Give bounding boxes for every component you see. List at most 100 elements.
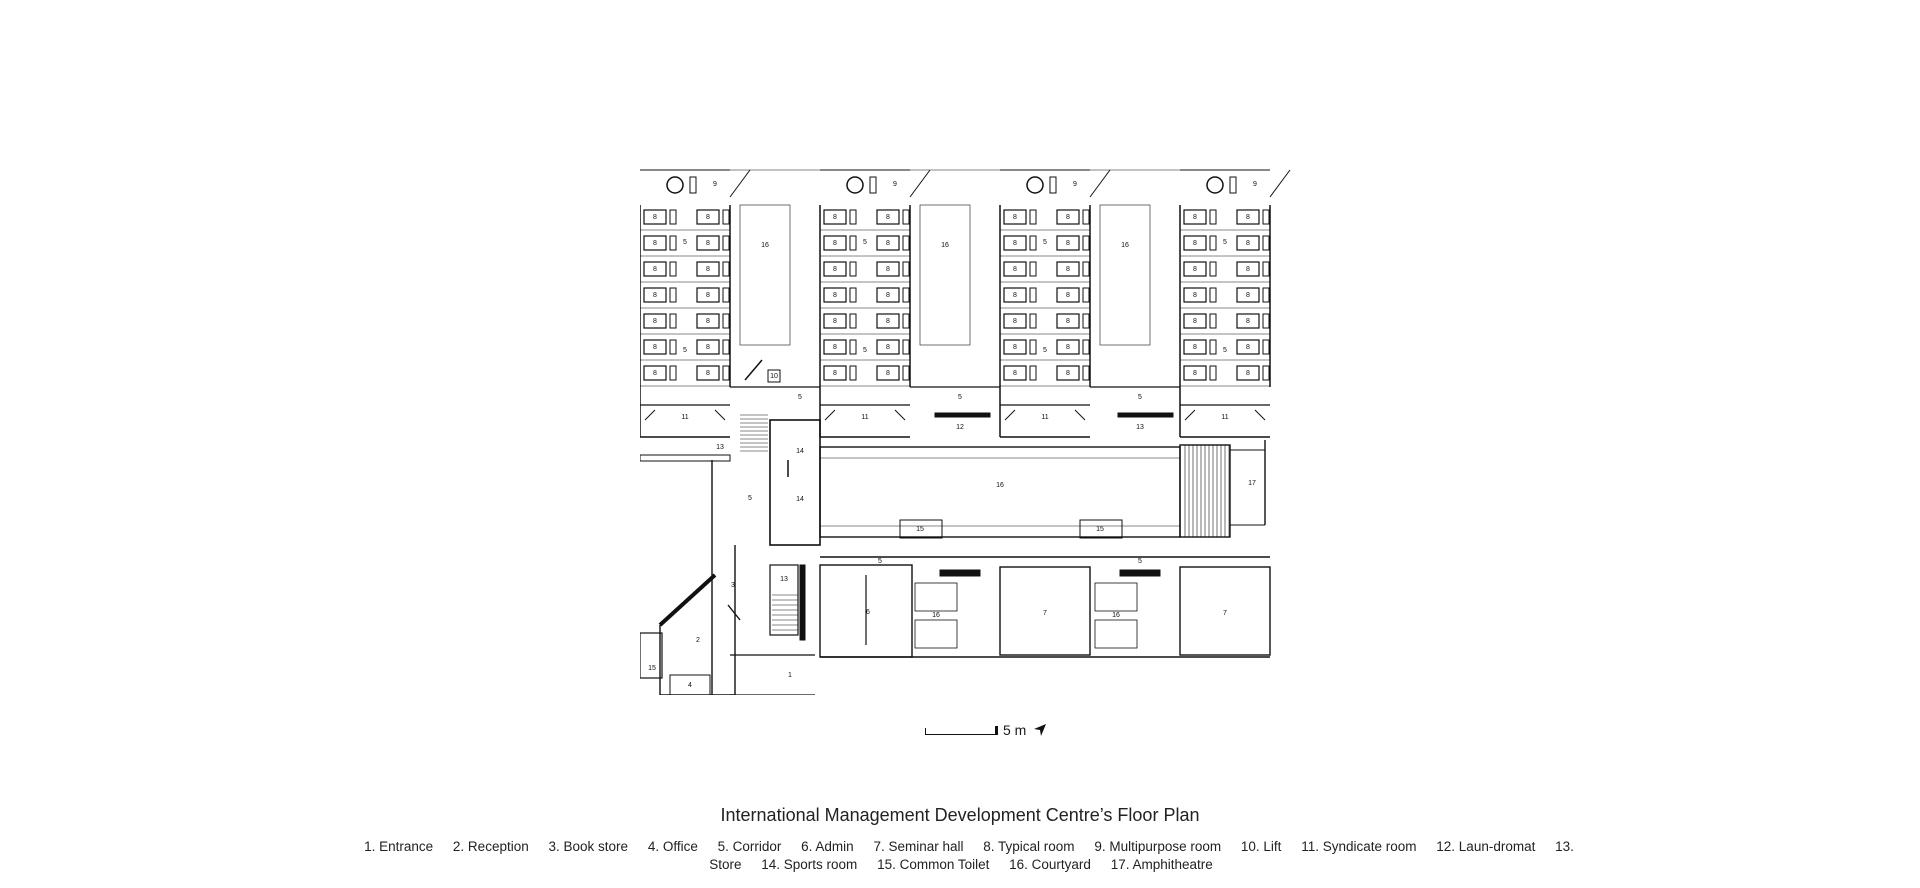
room-closet: [1209, 261, 1217, 277]
room-label-corridor: 5: [1138, 558, 1142, 565]
room-label-typical: 8: [706, 292, 710, 299]
room-closet: [1209, 235, 1217, 251]
sports-block: [769, 419, 821, 546]
plan-wall: [1269, 169, 1291, 198]
room-label-typical: 8: [1193, 214, 1197, 221]
typical-room: [1056, 287, 1080, 303]
room-closet: [1029, 339, 1037, 355]
room-label-typical: 8: [706, 370, 710, 377]
room-label-typical: 8: [1066, 266, 1070, 273]
room-label-corridor: 5: [748, 495, 752, 502]
room-closet: [1082, 339, 1090, 355]
room-label-typical: 8: [886, 370, 890, 377]
scale-bar-line: [925, 728, 998, 735]
room-label-typical: 8: [1066, 240, 1070, 247]
lift-shaft: [689, 176, 697, 194]
plan-wall: [744, 359, 763, 381]
room-closet: [1262, 313, 1270, 329]
typical-room: [823, 339, 847, 355]
seminar-screen: [939, 569, 981, 577]
legend-item: 11. Syndicate room: [1301, 839, 1417, 854]
room-label-typical: 8: [1246, 292, 1250, 299]
room-label-typical: 8: [706, 214, 710, 221]
room-label-typical: 8: [1246, 214, 1250, 221]
room-label-typical: 8: [833, 344, 837, 351]
typical-room: [1003, 339, 1027, 355]
plan-wall: [727, 604, 741, 621]
room-closet: [1029, 313, 1037, 329]
typical-room: [876, 209, 900, 225]
plan-wall: [1254, 409, 1266, 421]
room-label-courtyard: 16: [932, 612, 940, 619]
room-label-multipurpose: 9: [1073, 181, 1077, 188]
scale-bar: 5 m: [925, 722, 1055, 744]
room-closet: [902, 313, 910, 329]
room-label-typical: 8: [833, 370, 837, 377]
room-label-typical: 8: [1013, 370, 1017, 377]
room-label-typical: 8: [886, 214, 890, 221]
typical-room: [696, 235, 720, 251]
typical-room: [1003, 287, 1027, 303]
legend-item: 9. Multipurpose room: [1094, 839, 1222, 854]
room-label-toilet: 15: [1096, 526, 1104, 533]
room-label-store: 13: [780, 576, 788, 583]
room-label-corridor: 5: [863, 347, 867, 354]
plan-wall: [909, 169, 931, 198]
legend-item: 8. Typical room: [983, 839, 1075, 854]
room-label-sports: 14: [796, 448, 804, 455]
room-label-typical: 8: [1246, 240, 1250, 247]
room-label-typical: 8: [1246, 266, 1250, 273]
typical-room: [1003, 209, 1027, 225]
room-label-typical: 8: [706, 266, 710, 273]
room-label-multipurpose: 9: [1253, 181, 1257, 188]
lift-box-lower: [640, 632, 663, 679]
legend-item: 1. Entrance: [364, 839, 434, 854]
room-label-multipurpose: 9: [713, 181, 717, 188]
courtyard-area: [1094, 582, 1138, 612]
seminar-screen: [1119, 569, 1161, 577]
room-label-typical: 8: [1013, 240, 1017, 247]
room-label-typical: 8: [653, 266, 657, 273]
room-closet: [1082, 235, 1090, 251]
legend-item: 16. Courtyard: [1009, 857, 1091, 872]
typical-room: [823, 287, 847, 303]
room-label-typical: 8: [886, 292, 890, 299]
room-label-typical: 8: [1066, 370, 1070, 377]
typical-room: [643, 365, 667, 381]
toilet-block: [1079, 519, 1123, 539]
typical-room: [696, 313, 720, 329]
typical-room: [876, 287, 900, 303]
lift-icon: [1026, 176, 1044, 194]
room-label-typical: 8: [1066, 344, 1070, 351]
room-label-typical: 8: [1066, 214, 1070, 221]
room-label-courtyard: 16: [761, 242, 769, 249]
typical-room: [643, 339, 667, 355]
room-closet: [722, 209, 730, 225]
room-closet: [1262, 261, 1270, 277]
curtain-wall: [658, 573, 717, 627]
room-label-seminar: 7: [1043, 610, 1047, 617]
room-label-typical: 8: [653, 370, 657, 377]
room-closet: [1029, 287, 1037, 303]
room-label-typical: 8: [653, 214, 657, 221]
lift-shaft: [1229, 176, 1237, 194]
legend-item: 4. Office: [647, 839, 698, 854]
room-label-corridor: 5: [798, 394, 802, 401]
room-closet: [902, 209, 910, 225]
room-label-corridor: 5: [863, 239, 867, 246]
seminar-hall: [1179, 566, 1271, 656]
typical-room: [1056, 365, 1080, 381]
courtyard-area: [1094, 619, 1138, 649]
typical-room: [1236, 313, 1260, 329]
plan-wall: [644, 409, 656, 421]
room-label-typical: 8: [1013, 266, 1017, 273]
room-label-entrance: 1: [788, 672, 792, 679]
room-closet: [1262, 209, 1270, 225]
typical-room: [1236, 365, 1260, 381]
room-label-toilet: 15: [648, 665, 656, 672]
room-label-typical: 8: [706, 318, 710, 325]
plan-wall: [1074, 409, 1086, 421]
room-closet: [1082, 287, 1090, 303]
scale-bar-end: [995, 726, 998, 735]
